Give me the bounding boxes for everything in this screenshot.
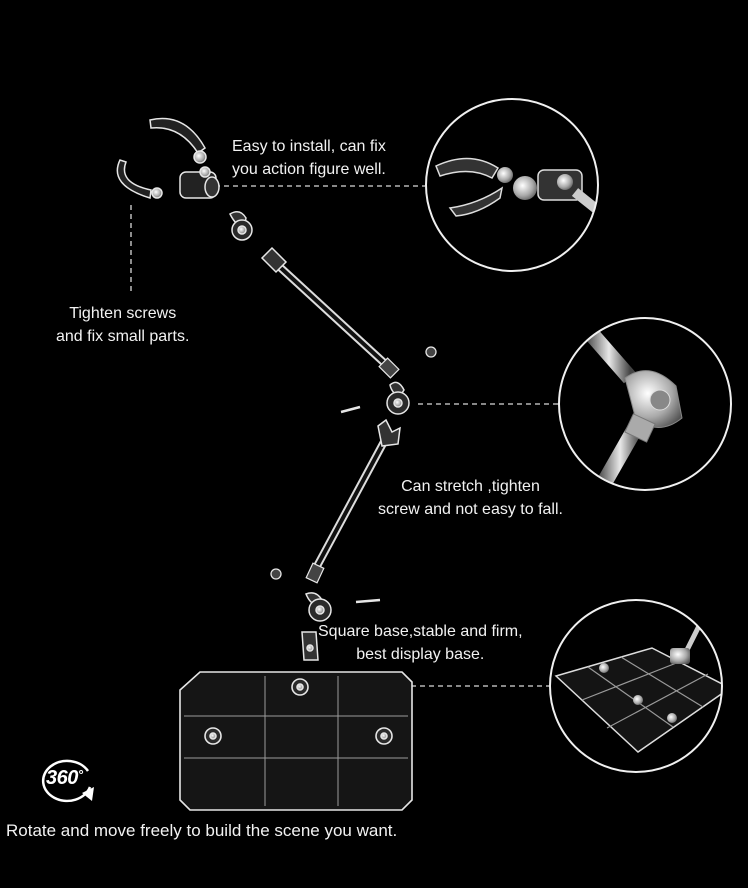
caption-tighten-screws: Tighten screws and fix small parts. (56, 302, 189, 348)
zoom-circle-clamp (425, 98, 599, 272)
caption-rotate-freely: Rotate and move freely to build the scen… (6, 821, 398, 840)
hex-nut-part (425, 346, 437, 358)
base-wing-screw-part (305, 592, 332, 622)
hex-nut-part (270, 568, 282, 580)
pin-part (340, 405, 361, 414)
base-connector-part (301, 631, 319, 661)
zoom-circle-base (549, 599, 723, 773)
caption-line: Can stretch ,tighten (401, 478, 540, 495)
caption-square-base: Square base,stable and firm, best displa… (318, 620, 523, 666)
caption-line: screw and not easy to fall. (378, 501, 563, 518)
wing-screw-part (229, 211, 253, 241)
caption-line: Square base,stable and firm, (318, 623, 523, 640)
caption-line: best display base. (356, 646, 485, 663)
zoom-circle-joint (558, 317, 732, 491)
caption-line: you action figure well. (232, 161, 386, 178)
lower-rod-part (305, 418, 401, 584)
badge-360-label: 360° (46, 767, 83, 790)
caption-easy-install: Easy to install, can fix you action figu… (232, 135, 386, 181)
rotation-360-icon: 360° (38, 757, 104, 807)
clamp-claw-part (116, 117, 220, 199)
badge-number: 360 (46, 767, 78, 789)
upper-rod-part (260, 246, 400, 379)
caption-line: Easy to install, can fix (232, 138, 386, 155)
pin-part (355, 598, 381, 604)
square-base-plate (179, 671, 413, 811)
badge-degree: ° (77, 767, 83, 782)
caption-line: and fix small parts. (56, 328, 190, 345)
caption-line: Tighten screws (69, 305, 177, 322)
rotation-arrow-icon (41, 759, 94, 803)
middle-joint-part (386, 381, 410, 415)
caption-can-stretch: Can stretch ,tighten screw and not easy … (378, 475, 563, 521)
